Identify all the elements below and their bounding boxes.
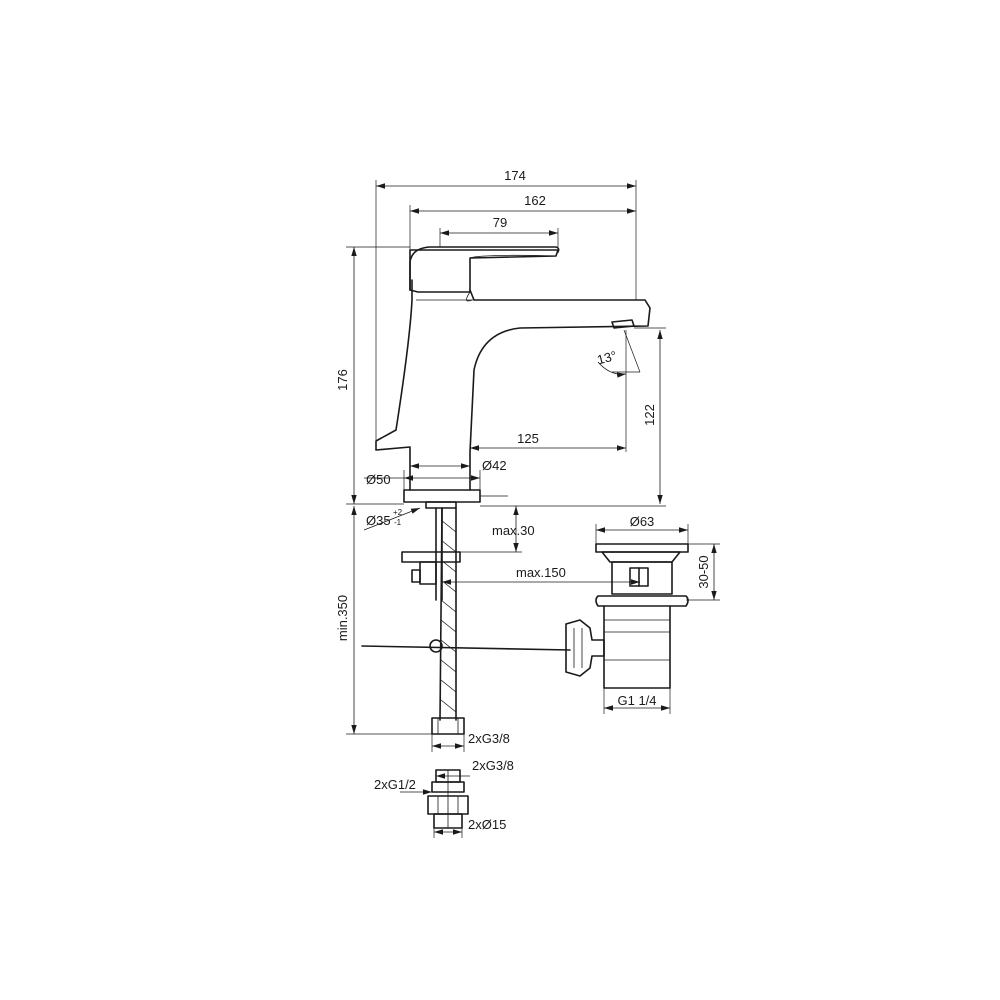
dim-min-350: min.350 xyxy=(335,595,350,641)
waste-flange xyxy=(595,543,689,553)
dim-adapter-bottom: 2xG1/2 xyxy=(374,777,416,792)
mounting-nut xyxy=(419,561,437,585)
dim-body-diameter: Ø42 xyxy=(482,458,507,473)
popup-connector xyxy=(565,619,605,677)
dim-hole-tol-minus: -1 xyxy=(394,518,402,527)
body-left-edge xyxy=(375,279,413,491)
base-plate xyxy=(403,489,481,503)
waste-body xyxy=(603,605,671,689)
dim-79: 79 xyxy=(493,215,507,230)
mounting-plate xyxy=(401,551,461,563)
dim-adapter-top: 2xG3/8 xyxy=(472,758,514,773)
dim-122: 122 xyxy=(642,404,657,426)
popup-rod xyxy=(361,645,571,651)
dim-max-150: max.150 xyxy=(516,565,566,580)
dim-162: 162 xyxy=(524,193,546,208)
dim-waste-thread: G1 1/4 xyxy=(617,693,656,708)
dim-hole-diameter: Ø35 xyxy=(366,513,391,528)
dim-base-diameter: Ø50 xyxy=(366,472,391,487)
aerator xyxy=(611,319,635,329)
mounting-assembly xyxy=(361,501,571,735)
dim-pipe-diameter: 2xØ15 xyxy=(468,817,506,832)
body-right-edge xyxy=(469,289,651,491)
dim-hole-tol-plus: +2 xyxy=(393,508,403,517)
waste-assembly xyxy=(565,543,689,689)
dim-125: 125 xyxy=(517,431,539,446)
dim-waste-diameter: Ø63 xyxy=(630,514,655,529)
waste-nut xyxy=(595,595,689,607)
hose-fitting xyxy=(431,717,465,735)
dim-hose-thread: 2xG3/8 xyxy=(468,731,510,746)
dim-174: 174 xyxy=(504,168,526,183)
dimension-lines xyxy=(346,180,720,838)
adapter-fitting xyxy=(427,769,469,829)
faucet-body xyxy=(375,246,651,503)
dim-176: 176 xyxy=(335,369,350,391)
dim-waste-range: 30-50 xyxy=(696,555,711,588)
dim-angle: 13° xyxy=(595,348,618,368)
dim-max-30: max.30 xyxy=(492,523,535,538)
